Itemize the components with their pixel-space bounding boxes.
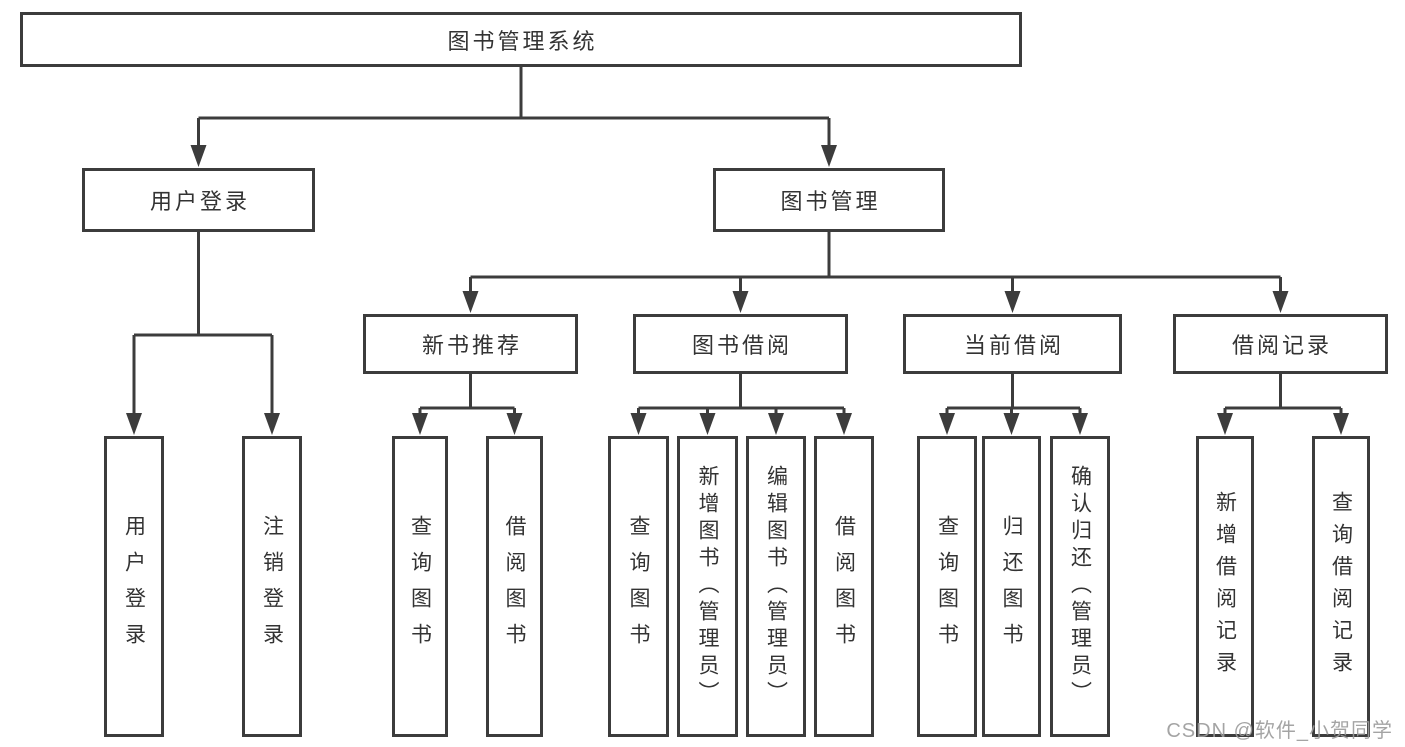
node-records: 借阅记录 <box>1173 314 1388 374</box>
arrowhead-icon <box>1217 413 1233 435</box>
arrowhead-icon <box>821 145 837 167</box>
edge-current <box>939 374 1088 435</box>
edge-root <box>190 67 837 167</box>
watermark: CSDN @软件_小贺同学 <box>1166 720 1393 742</box>
node-current-return: 归还图书 <box>982 436 1041 737</box>
node-borrow-borrow: 借阅图书 <box>814 436 874 737</box>
node-label-current-confirm: 确认归还（管理员） <box>1068 465 1092 708</box>
node-label-borrow-add: 新增图书（管理员） <box>696 465 719 708</box>
node-label-login-logout: 注销登录 <box>260 514 284 659</box>
node-mgmt: 图书管理 <box>713 168 945 232</box>
node-label-borrow-query: 查询图书 <box>627 514 650 659</box>
node-borrow: 图书借阅 <box>633 314 848 374</box>
node-borrow-add: 新增图书（管理员） <box>677 436 738 737</box>
arrowhead-icon <box>412 413 428 435</box>
node-label-current-query: 查询图书 <box>935 514 959 659</box>
node-label-mgmt: 图书管理 <box>780 189 881 214</box>
node-root: 图书管理系统 <box>20 12 1022 67</box>
node-label-current-return: 归还图书 <box>1000 514 1023 659</box>
edge-borrow <box>630 374 852 435</box>
node-label-current: 当前借阅 <box>963 333 1064 358</box>
arrowhead-icon <box>1333 413 1349 435</box>
node-login-user: 用户登录 <box>104 436 164 737</box>
arrowhead-icon <box>1072 413 1088 435</box>
arrowhead-icon <box>699 413 716 435</box>
node-label-login: 用户登录 <box>149 189 250 214</box>
node-label-records-add: 新增借阅记录 <box>1213 490 1237 683</box>
arrowhead-icon <box>1003 413 1020 435</box>
node-borrow-edit: 编辑图书（管理员） <box>746 436 806 737</box>
node-current: 当前借阅 <box>903 314 1122 374</box>
node-label-login-user: 用户登录 <box>122 514 146 659</box>
node-current-query: 查询图书 <box>917 436 977 737</box>
arrowhead-icon <box>732 291 749 313</box>
arrowhead-icon <box>939 413 955 435</box>
edge-rec <box>412 374 523 435</box>
edge-mgmt <box>462 232 1289 313</box>
node-records-query: 查询借阅记录 <box>1312 436 1370 737</box>
node-label-borrow-borrow: 借阅图书 <box>832 514 856 659</box>
edge-login <box>126 232 280 435</box>
arrowhead-icon <box>1272 291 1289 313</box>
node-records-add: 新增借阅记录 <box>1196 436 1254 737</box>
arrowhead-icon <box>126 413 142 435</box>
node-rec-query: 查询图书 <box>392 436 448 737</box>
node-label-rec: 新书推荐 <box>421 333 522 358</box>
node-login: 用户登录 <box>82 168 315 232</box>
node-label-borrow: 图书借阅 <box>691 333 792 358</box>
node-rec-borrow: 借阅图书 <box>486 436 543 737</box>
node-borrow-query: 查询图书 <box>608 436 669 737</box>
arrowhead-icon <box>768 413 784 435</box>
arrowhead-icon <box>630 413 647 435</box>
arrowhead-icon <box>1004 291 1021 313</box>
node-rec: 新书推荐 <box>363 314 578 374</box>
arrowhead-icon <box>462 291 479 313</box>
node-current-confirm: 确认归还（管理员） <box>1050 436 1110 737</box>
node-login-logout: 注销登录 <box>242 436 302 737</box>
arrowhead-icon <box>506 413 523 435</box>
node-label-records-query: 查询借阅记录 <box>1329 490 1353 683</box>
node-label-rec-query: 查询图书 <box>408 514 432 659</box>
node-label-records: 借阅记录 <box>1231 333 1332 358</box>
node-label-borrow-edit: 编辑图书（管理员） <box>764 465 788 708</box>
arrowhead-icon <box>264 413 280 435</box>
node-label-rec-borrow: 借阅图书 <box>503 514 526 659</box>
arrowhead-icon <box>836 413 852 435</box>
edge-records <box>1217 374 1349 435</box>
arrowhead-icon <box>190 145 207 167</box>
node-label-root: 图书管理系统 <box>447 28 598 54</box>
